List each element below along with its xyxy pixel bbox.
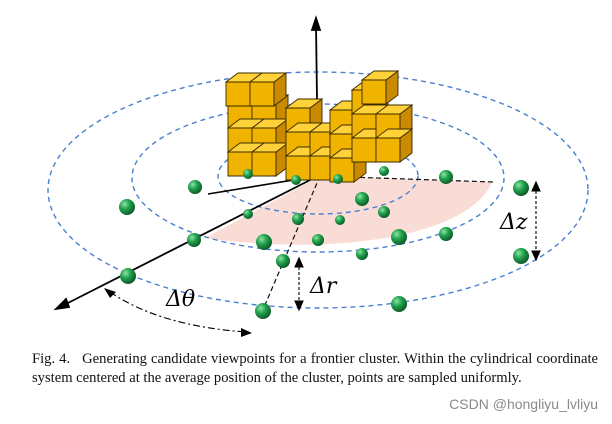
viewpoint-point: [439, 227, 453, 241]
outer-ring: [47, 71, 589, 309]
delta-z-marker: [531, 180, 541, 262]
frontier-voxel-cluster: [224, 70, 414, 183]
viewpoint-point: [439, 170, 453, 184]
viewpoint-point: [256, 234, 272, 250]
viewpoint-point: [188, 180, 202, 194]
figure-label: Fig. 4.: [32, 351, 71, 367]
viewpoint-point: [333, 174, 343, 184]
sampled-viewpoints: [119, 166, 529, 319]
viewpoint-point: [335, 215, 345, 225]
voxel-cube: [374, 128, 414, 163]
figure-caption: Fig. 4.Generating candidate viewpoints f…: [32, 350, 598, 387]
delta-theta-label: Δθ: [165, 287, 195, 312]
viewpoint-point: [391, 296, 407, 312]
caption-text: Generating candidate viewpoints for a fr…: [32, 351, 598, 386]
cylindrical-sampling-figure: Δz Δr Δθ: [47, 15, 589, 337]
delta-r-label: Δr: [309, 274, 338, 299]
viewpoint-point: [243, 209, 253, 219]
delta-theta-marker: [104, 288, 252, 337]
viewpoint-point: [119, 199, 135, 215]
viewpoint-point: [513, 180, 529, 196]
viewpoint-point: [243, 169, 253, 179]
watermark: CSDN @hongliyu_lvliyu: [449, 396, 598, 412]
viewpoint-point: [312, 234, 324, 246]
inner-ring: [217, 137, 419, 215]
sampling-sector: [205, 176, 492, 245]
viewpoint-point: [355, 192, 369, 206]
viewpoint-point: [291, 175, 301, 185]
viewpoint-point: [378, 206, 390, 218]
delta-z-label: Δz: [499, 210, 528, 235]
viewpoint-point: [513, 248, 529, 264]
viewpoint-point: [255, 303, 271, 319]
viewpoint-point: [292, 213, 304, 225]
viewpoint-point: [120, 268, 136, 284]
delta-r-marker: [294, 256, 304, 312]
voxel-cube: [248, 72, 288, 107]
voxel-cube: [250, 142, 290, 177]
viewpoint-point: [187, 233, 201, 247]
viewpoint-point: [356, 248, 368, 260]
viewpoint-point: [276, 254, 290, 268]
viewpoint-point: [391, 229, 407, 245]
viewpoint-point: [379, 166, 389, 176]
voxel-cube: [360, 70, 400, 105]
